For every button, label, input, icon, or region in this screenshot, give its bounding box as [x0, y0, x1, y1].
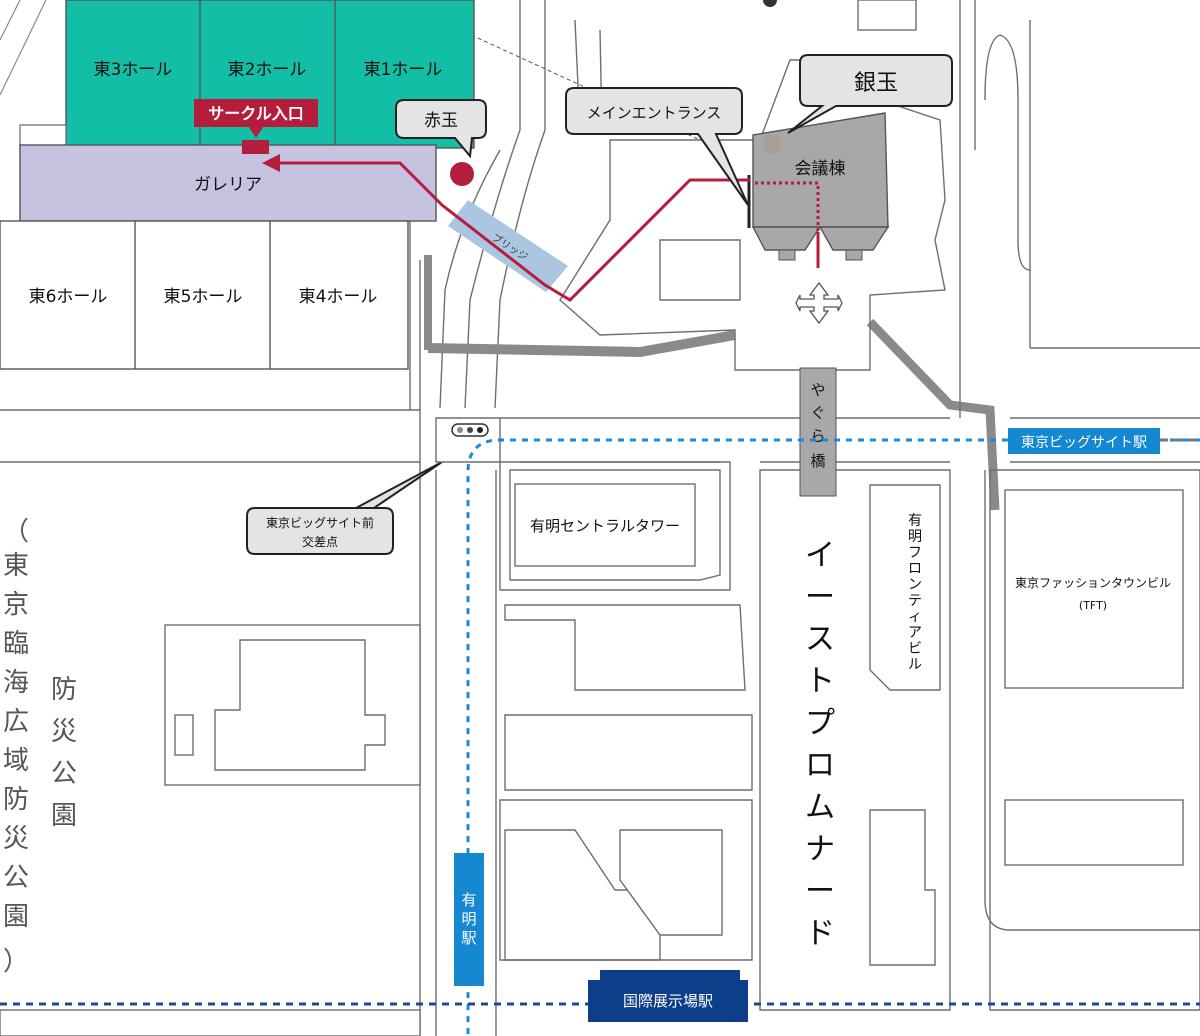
bridge: ブリッジ	[448, 200, 568, 292]
svg-text:防: 防	[3, 785, 29, 815]
svg-text:（: （	[3, 517, 29, 547]
svg-text:ロ: ロ	[908, 561, 922, 577]
traffic-light-icon	[435, 417, 501, 463]
main-entrance-label[interactable]: メインエントランス	[587, 104, 722, 122]
svg-text:ル: ル	[908, 657, 922, 673]
svg-text:）: ）	[3, 947, 29, 977]
east-promenade-label: イ ー ス ト プ ロ ム ナ ー ド	[805, 538, 835, 951]
hall-east-4[interactable]: 東4ホール	[299, 287, 378, 307]
east-halls: 東3ホール 東2ホール 東1ホール ガレリア 東6ホール 東5ホール 東4ホール	[0, 0, 475, 370]
svg-text:ト: ト	[805, 664, 835, 699]
route-arrow-icon	[262, 154, 280, 172]
svg-text:防: 防	[51, 675, 77, 705]
station-ariake[interactable]: 有 明 駅	[454, 853, 484, 986]
intersection-label-line2[interactable]: 交差点	[302, 534, 338, 549]
akadama-landmark-icon	[450, 162, 474, 186]
park-left-label: （ 東 京 臨 海 広 域 防 災 公 園 ）	[3, 517, 29, 977]
park-right-label: 防 災 公 園	[51, 675, 77, 831]
svg-text:東: 東	[3, 551, 29, 581]
svg-text:フ: フ	[908, 545, 922, 561]
svg-text:有: 有	[908, 513, 922, 529]
callout-main-entrance: メインエントランス	[565, 87, 749, 206]
gindama-label[interactable]: 銀玉	[854, 71, 898, 96]
svg-text:災: 災	[3, 824, 29, 854]
svg-text:園: 園	[3, 902, 29, 932]
akadama-label[interactable]: 赤玉	[424, 111, 458, 131]
callout-intersection: 東京ビッグサイト前 交差点	[246, 461, 443, 555]
circle-entrance-label: サークル入口	[208, 104, 304, 123]
callout-akadama: 赤玉	[395, 99, 487, 159]
route-to-circle-entrance	[262, 154, 820, 302]
svg-text:広: 広	[3, 707, 29, 737]
hall-east-2[interactable]: 東2ホール	[228, 60, 307, 80]
callout-gindama: 銀玉	[787, 54, 953, 134]
svg-text:駅: 駅	[461, 929, 476, 947]
yagura-bridge: や ぐ ら 橋	[799, 367, 837, 497]
yagura-char-2: ぐ	[810, 404, 825, 422]
circle-entrance-marker[interactable]: サークル入口	[194, 99, 318, 154]
yagura-char-4: 橋	[810, 452, 825, 470]
central-tower-label[interactable]: 有明セントラルタワー	[530, 517, 680, 535]
svg-text:明: 明	[908, 529, 922, 545]
svg-text:イ: イ	[805, 538, 835, 573]
frontier-building-label[interactable]: 有 明 フ ロ ン テ ィ ア ビ ル	[908, 513, 922, 673]
plaza-compass-icon	[795, 281, 843, 325]
east-buildings	[759, 469, 1200, 1011]
svg-text:プ: プ	[805, 706, 835, 741]
svg-text:臨: 臨	[3, 629, 29, 659]
svg-text:有: 有	[461, 891, 476, 909]
svg-text:ア: ア	[908, 625, 922, 641]
svg-text:テ: テ	[908, 593, 922, 609]
svg-text:ビ: ビ	[908, 641, 922, 657]
galleria-label[interactable]: ガレリア	[194, 175, 262, 195]
hall-east-3[interactable]: 東3ホール	[94, 60, 173, 80]
yagura-char-3: ら	[810, 427, 825, 445]
yagura-char-1: や	[810, 381, 825, 399]
svg-text:海: 海	[3, 668, 29, 698]
central-tower-block	[499, 461, 753, 961]
svg-text:京: 京	[3, 590, 29, 620]
conference-building: 会議棟	[747, 112, 890, 325]
gindama-landmark-icon	[762, 134, 782, 154]
svg-text:災: 災	[51, 717, 77, 747]
hall-east-1[interactable]: 東1ホール	[364, 60, 443, 80]
station-kokusai-tenjijo[interactable]: 国際展示場駅	[588, 970, 748, 1022]
intersection-label-line1[interactable]: 東京ビッグサイト前	[266, 515, 374, 530]
svg-text:ー: ー	[805, 874, 835, 909]
svg-text:ス: ス	[805, 622, 835, 657]
svg-text:公: 公	[3, 863, 29, 893]
tft-abbr-label: (TFT)	[1079, 599, 1107, 612]
station-kokusai-label: 国際展示場駅	[623, 992, 713, 1010]
svg-text:ー: ー	[805, 580, 835, 615]
svg-text:ナ: ナ	[805, 832, 835, 867]
svg-text:ン: ン	[908, 577, 922, 593]
svg-text:ム: ム	[805, 790, 835, 825]
svg-text:ィ: ィ	[908, 609, 922, 625]
yurikamome-line	[466, 438, 1200, 1036]
station-bigsight-label: 東京ビッグサイト駅	[1021, 435, 1147, 451]
galleria-area	[19, 144, 437, 222]
svg-text:園: 園	[51, 801, 77, 831]
tft-name-label[interactable]: 東京ファッションタウンビル	[1015, 576, 1171, 590]
hall-east-5[interactable]: 東5ホール	[164, 287, 243, 307]
hall-east-6[interactable]: 東6ホール	[29, 287, 108, 307]
svg-text:ド: ド	[805, 916, 835, 951]
svg-text:ロ: ロ	[805, 748, 835, 783]
svg-text:公: 公	[51, 759, 77, 789]
svg-text:域: 域	[3, 746, 29, 776]
lower-left-buildings	[0, 624, 421, 1036]
svg-text:明: 明	[461, 910, 476, 928]
station-bigsight[interactable]: 東京ビッグサイト駅	[1008, 428, 1160, 454]
halls-bottom-block	[0, 220, 409, 370]
conference-label[interactable]: 会議棟	[795, 159, 846, 179]
